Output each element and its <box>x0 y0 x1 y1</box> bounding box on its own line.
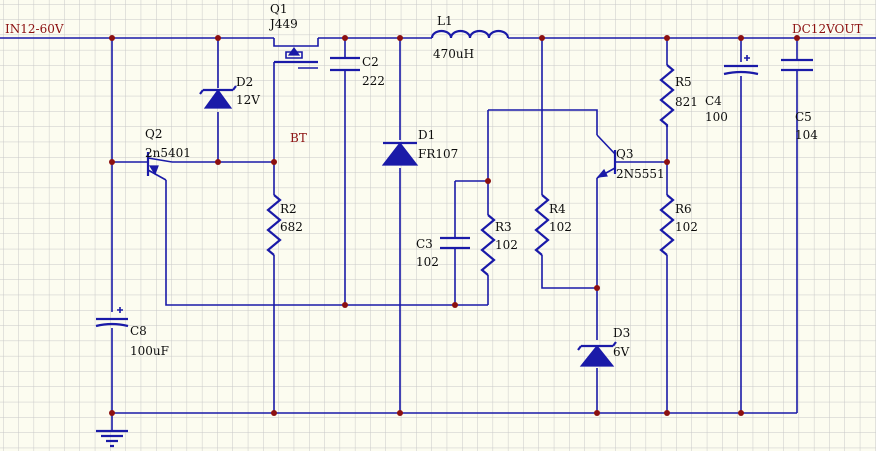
label-r2-ref: R2 <box>280 202 297 216</box>
label-r5-ref: R5 <box>675 75 692 89</box>
label-r5-value: 821 <box>675 95 698 109</box>
label-r6-ref: R6 <box>675 202 692 216</box>
label-d3-value: 6V <box>613 345 630 359</box>
label-q3-value: 2N5551 <box>616 167 665 181</box>
label-r6-value: 102 <box>675 220 698 234</box>
resistor-r3 <box>480 214 496 276</box>
label-q3-ref: Q3 <box>616 147 633 161</box>
label-q2-value: 2n5401 <box>145 146 191 160</box>
capacitor-c2 <box>330 56 360 72</box>
diode-d1 <box>381 141 419 166</box>
label-c8-ref: C8 <box>130 324 147 338</box>
label-d1-value: FR107 <box>418 147 458 161</box>
ground-symbol <box>96 429 128 448</box>
label-r4-value: 102 <box>549 220 572 234</box>
component-labels: Q1 J449 L1 470uH C2 222 D2 12V Q2 2n5401… <box>130 2 818 359</box>
wires <box>0 37 876 430</box>
label-c4-ref: C4 <box>705 94 722 108</box>
label-l1-ref: L1 <box>437 14 453 28</box>
label-c5-value: 104 <box>795 128 818 142</box>
net-label-bt: BT <box>290 131 307 145</box>
label-d2-ref: D2 <box>236 75 253 89</box>
label-r4-ref: R4 <box>549 202 566 216</box>
label-c8-value: 100uF <box>130 344 169 358</box>
junctions <box>109 35 800 416</box>
capacitor-c4 <box>723 55 759 76</box>
label-q1-ref: Q1 <box>270 2 287 16</box>
label-l1-value: 470uH <box>433 47 474 61</box>
net-label-output: DC12VOUT <box>792 22 862 36</box>
transistor-q2 <box>146 152 173 181</box>
label-c3-value: 102 <box>416 255 439 269</box>
label-q2-ref: Q2 <box>145 127 162 141</box>
resistor-r5 <box>659 64 675 127</box>
label-r3-ref: R3 <box>495 220 512 234</box>
inductor-l1 <box>430 29 510 39</box>
resistor-r2 <box>266 194 282 256</box>
label-c2-value: 222 <box>362 74 385 88</box>
label-r3-value: 102 <box>495 238 518 252</box>
resistor-r4 <box>534 194 550 256</box>
mosfet-q1 <box>273 38 319 64</box>
label-c5-ref: C5 <box>795 110 812 124</box>
net-label-input: IN12-60V <box>5 22 64 36</box>
label-r2-value: 682 <box>280 220 303 234</box>
label-d1-ref: D1 <box>418 128 435 142</box>
label-c4-value: 100 <box>705 110 728 124</box>
label-q1-value: J449 <box>268 17 298 31</box>
label-c3-ref: C3 <box>416 237 433 251</box>
zener-diode-d3 <box>577 341 617 367</box>
capacitor-c3 <box>440 236 470 250</box>
capacitor-c5 <box>781 58 813 72</box>
label-c2-ref: C2 <box>362 55 379 69</box>
capacitor-c8 <box>95 307 129 328</box>
zener-diode-d2 <box>199 85 237 109</box>
resistor-r6 <box>659 194 675 256</box>
transistor-q3 <box>596 134 617 179</box>
label-d2-value: 12V <box>236 93 260 107</box>
label-d3-ref: D3 <box>613 326 630 340</box>
